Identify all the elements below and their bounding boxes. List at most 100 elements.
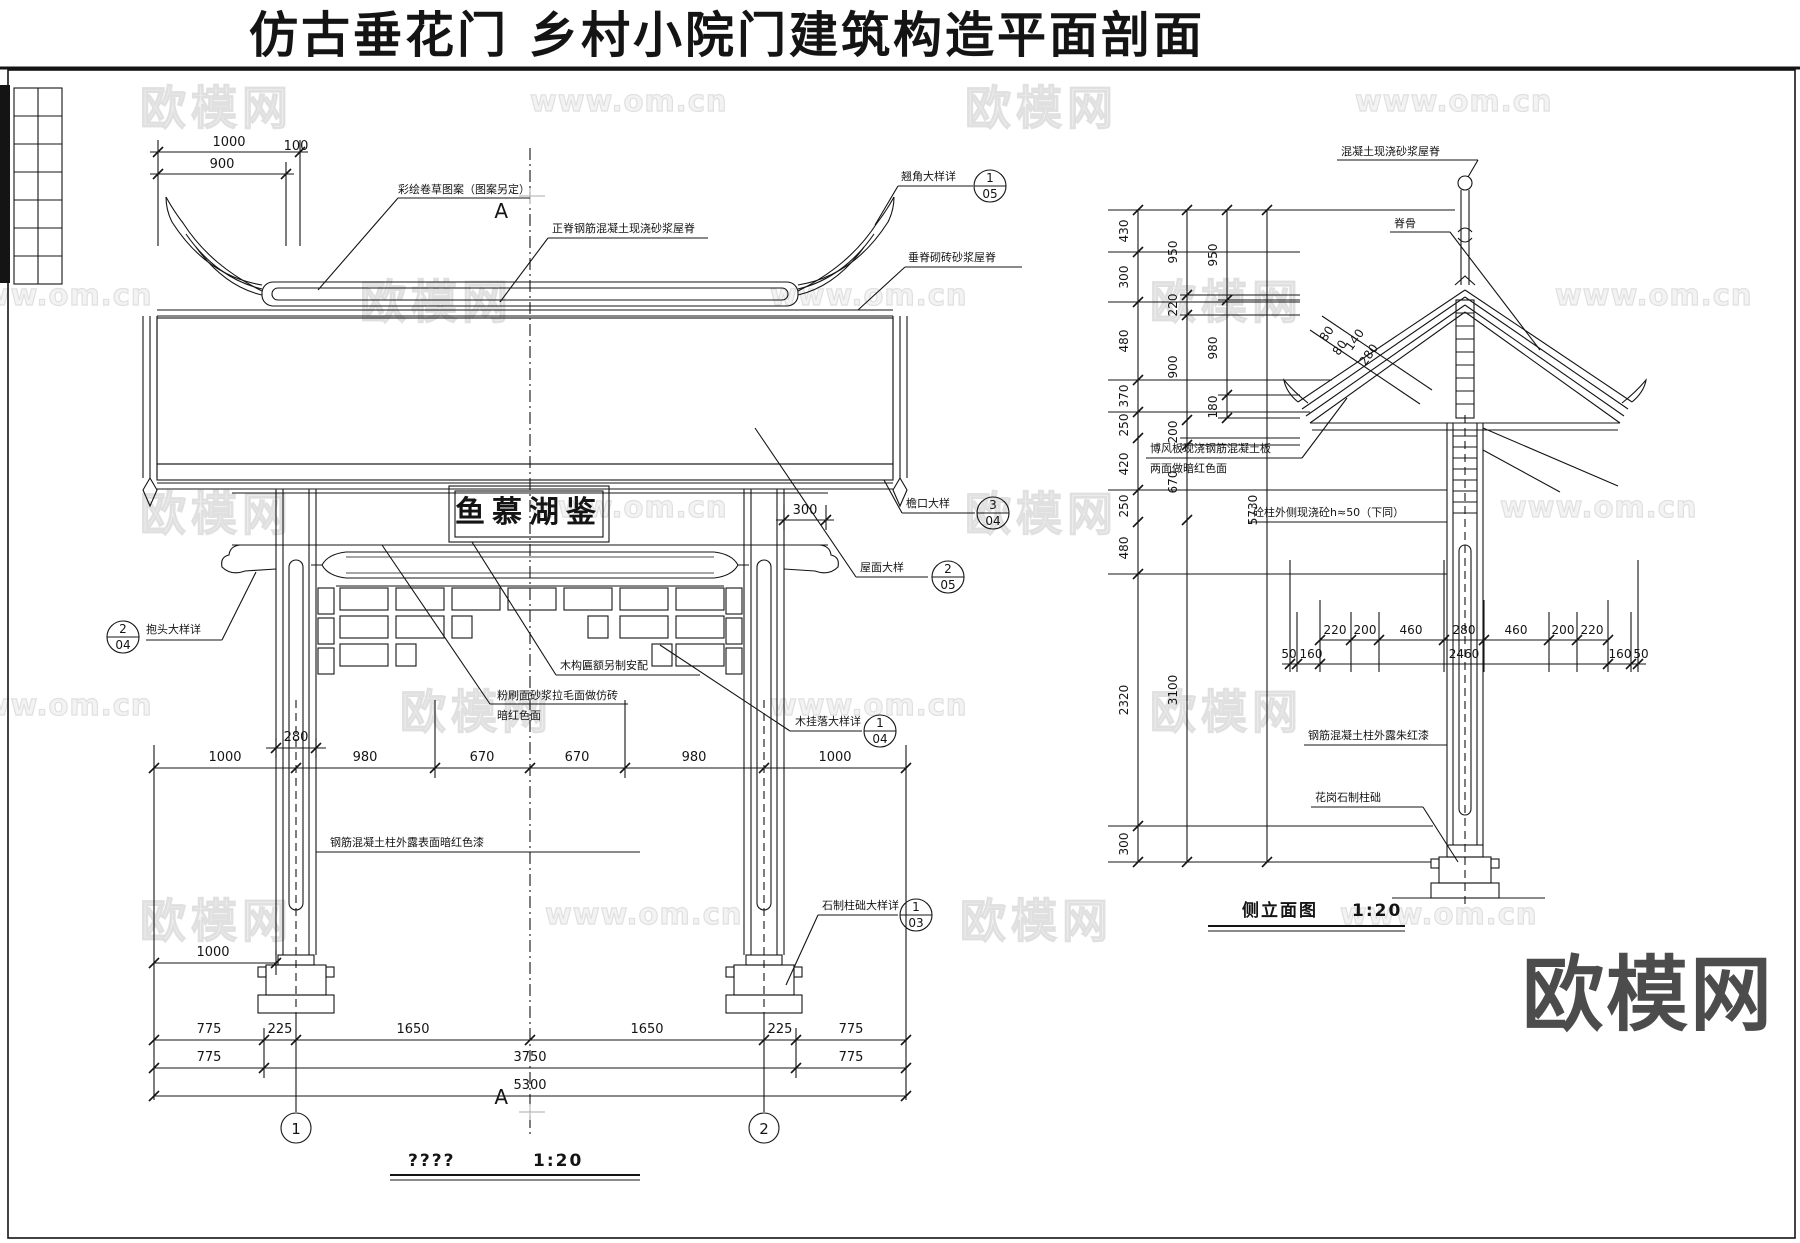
dim: 250 (1117, 414, 1131, 437)
side-h-dims: 220 200 460 280 460 200 220 50 160 2460 … (1281, 560, 1649, 672)
ann-ridge-pattern: 彩绘卷草图案（图案另定） (398, 182, 530, 196)
side-annotations: 混凝土现浇砂浆屋脊 脊骨 博风板现浇钢筋混凝土板 两面做暗红色面 砼柱外侧现浇砼… (1146, 144, 1541, 863)
column-right (725, 488, 803, 1014)
dim: 3100 (1166, 675, 1180, 706)
dim: 1000 (208, 750, 241, 765)
dim: 1000 (818, 750, 851, 765)
roof-ridge (157, 196, 895, 317)
dim: 280 (1453, 623, 1476, 637)
ref-sheet: 04 (115, 638, 130, 652)
ann-plaque-note: 木构匾额另制安配 (560, 658, 648, 672)
ann-ridge: 混凝土现浇砂浆屋脊 (1341, 144, 1440, 158)
margin-table (13, 87, 63, 285)
dim: 180 (1206, 396, 1220, 419)
ref-num: 1 (876, 716, 884, 730)
side-view-title: 侧立面图 1:20 (1208, 900, 1405, 932)
section-mark-top: A (494, 188, 545, 223)
ann-col-paint: 钢筋混凝土柱外露朱红漆 (1308, 728, 1429, 742)
plaque-text: 鱼慕湖鉴 (455, 495, 603, 530)
grid-label: 2 (759, 1120, 769, 1138)
detail-ref-2-04: 2 04 (106, 620, 140, 654)
front-small-dims: 300 280 1000 (148, 503, 834, 975)
dim: 3750 (513, 1050, 546, 1065)
dim: 50 (1281, 647, 1296, 661)
ann-hip-ridge: 垂脊砌砖砂浆屋脊 (908, 250, 996, 264)
dim: 480 (1117, 330, 1131, 353)
finial (1454, 175, 1476, 286)
section-mark-bottom: A (494, 1085, 545, 1120)
grid-label: 1 (291, 1120, 301, 1138)
ann-wall-1: 粉刷面砂浆拉毛面做仿砖 (497, 688, 618, 702)
side-dim-columns: 430 300 480 370 250 420 250 480 2320 300… (1108, 204, 1455, 868)
side-elevation: 430 300 480 370 250 420 250 480 2320 300… (1108, 144, 1649, 932)
front-top-dims: 1000 900 100 (150, 135, 308, 246)
grid-bubble-2: 2 (748, 1013, 780, 1144)
lattice (317, 585, 743, 675)
ref-num: 2 (119, 622, 127, 636)
dim: 5730 (1246, 495, 1260, 526)
dim: 200 (1166, 421, 1180, 444)
ann-corner: 翘角大样详 (901, 169, 956, 183)
pendant-right (892, 476, 908, 508)
dim: 200 (1552, 623, 1575, 637)
dim: 480 (1117, 537, 1131, 560)
detail-ref-3-04: 3 04 (976, 496, 1010, 530)
detail-ref-1-05: 1 05 (973, 169, 1007, 203)
column-left (257, 488, 335, 1014)
dim: 200 (1354, 623, 1377, 637)
bracket-left (221, 544, 277, 574)
ann-plinth: 石制柱础大样详 (822, 898, 899, 912)
sheet-title: 仿古垂花门 乡村小院门建筑构造平面剖面 (249, 7, 1205, 64)
side-column (1392, 415, 1545, 905)
ref-sheet: 05 (982, 187, 997, 201)
view-scale: 1:20 (533, 1151, 583, 1171)
section-letter: A (494, 199, 508, 223)
ann-main-ridge: 正脊钢筋混凝土现浇砂浆屋脊 (552, 221, 695, 235)
binding-bar (0, 85, 10, 283)
ref-num: 1 (986, 171, 994, 185)
dim: 2460 (1449, 647, 1480, 661)
ref-num: 3 (989, 498, 997, 512)
dim: 50 (1633, 647, 1648, 661)
dim: 300 (1117, 833, 1131, 856)
detail-ref-1-03: 1 03 (899, 898, 933, 932)
ann-beam-head: 抱头大样详 (146, 622, 201, 636)
dim: 280 (284, 730, 309, 745)
dim: 460 (1400, 623, 1423, 637)
plaque-frame (448, 485, 610, 543)
dim: 160 (1300, 647, 1323, 661)
sheet-border (7, 69, 1796, 1239)
roof-tiles (142, 316, 908, 508)
dim: 250 (1117, 495, 1131, 518)
ref-sheet: 04 (872, 732, 887, 746)
ann-bofeng-1: 博风板现浇钢筋混凝土板 (1150, 441, 1271, 455)
dim: 670 (470, 750, 495, 765)
dim: 80 (1317, 323, 1337, 344)
bracket-right (783, 544, 839, 574)
ref-sheet: 05 (940, 578, 955, 592)
ann-roof: 屋面大样 (860, 560, 904, 574)
dim: 775 (197, 1050, 222, 1065)
dim: 370 (1117, 385, 1131, 408)
ann-rafter: 脊骨 (1394, 216, 1416, 230)
ann-bofeng-2: 两面做暗红色面 (1150, 461, 1227, 475)
dim: 225 (268, 1022, 293, 1037)
dim: 225 (768, 1022, 793, 1037)
dim: 1650 (396, 1022, 429, 1037)
dim: 300 (1117, 266, 1131, 289)
ann-column: 钢筋混凝土柱外露表面暗红色漆 (330, 835, 484, 849)
dim: 775 (197, 1022, 222, 1037)
dim: 1000 (212, 135, 245, 150)
dim: 980 (1206, 337, 1220, 360)
dim: 160 (1609, 647, 1632, 661)
ref-sheet: 03 (908, 916, 923, 930)
ann-eave: 檐口大样 (906, 496, 950, 510)
dim: 950 (1206, 244, 1220, 267)
dim: 1000 (196, 945, 229, 960)
detail-ref-1-04: 1 04 (863, 714, 897, 748)
pendant-left (142, 476, 158, 508)
front-annotations: 彩绘卷草图案（图案另定） 正脊钢筋混凝土现浇砂浆屋脊 翘角大样详 1 05 垂脊… (106, 169, 1022, 986)
ref-num: 1 (912, 900, 920, 914)
ref-sheet: 04 (985, 514, 1000, 528)
